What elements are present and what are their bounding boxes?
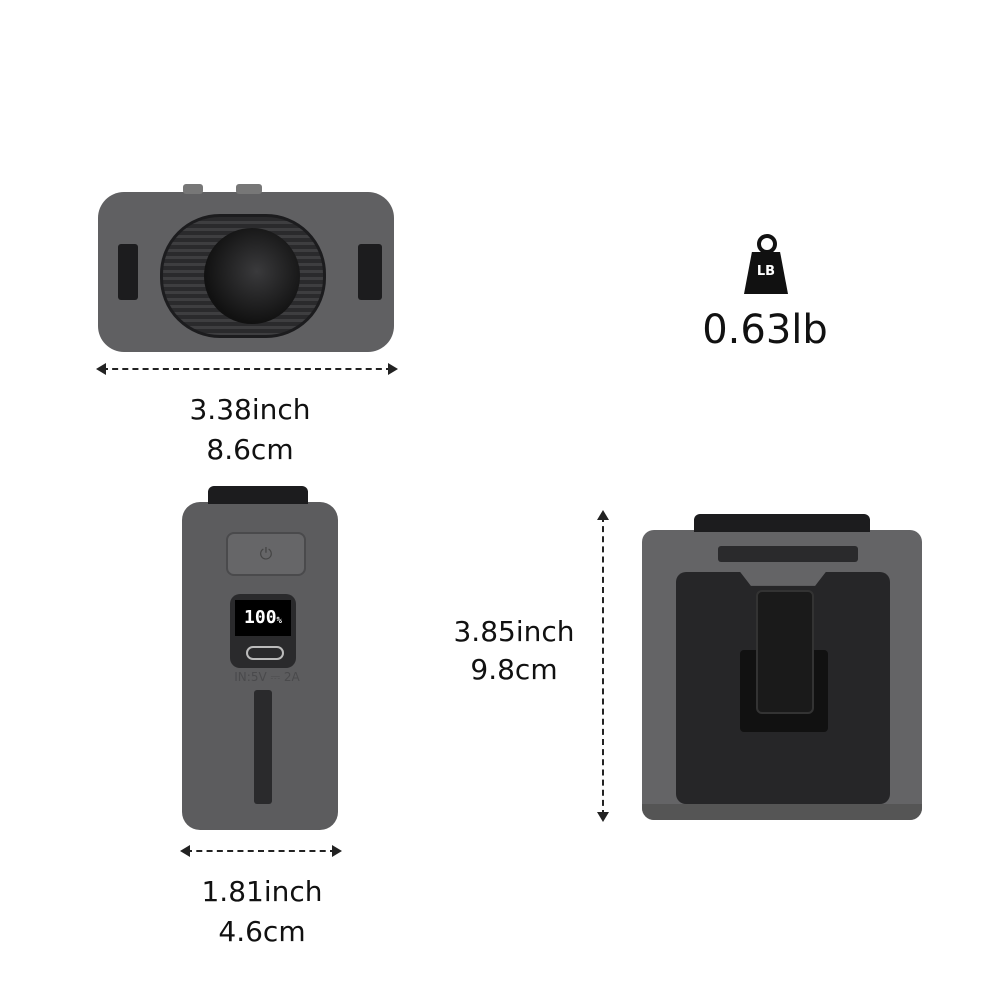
weight-lb-icon: LB [738, 234, 794, 296]
side-height-cm: 9.8cm [470, 653, 558, 686]
input-label: IN:5V ⎓ 2A [234, 670, 300, 684]
weight-value: 0.63lb [702, 307, 828, 353]
top-width-cm: 8.6cm [206, 433, 294, 466]
side-height-inch: 3.85inch [453, 615, 575, 648]
top-view-device [98, 184, 394, 352]
front-width-inch: 1.81inch [201, 875, 323, 908]
battery-display: 100% [230, 594, 296, 668]
fan-icon [204, 228, 300, 324]
usb-c-port [246, 646, 284, 660]
weight-badge: LB [756, 264, 776, 279]
back-view-device [642, 514, 922, 820]
battery-percent: 100 [244, 607, 277, 628]
front-view-device: ⏻ 100% IN:5V ⎓ 2A [182, 486, 338, 830]
battery-unit: % [276, 616, 282, 626]
power-button: ⏻ [226, 532, 306, 576]
front-width-cm: 4.6cm [218, 915, 306, 948]
top-width-inch: 3.38inch [189, 393, 311, 426]
